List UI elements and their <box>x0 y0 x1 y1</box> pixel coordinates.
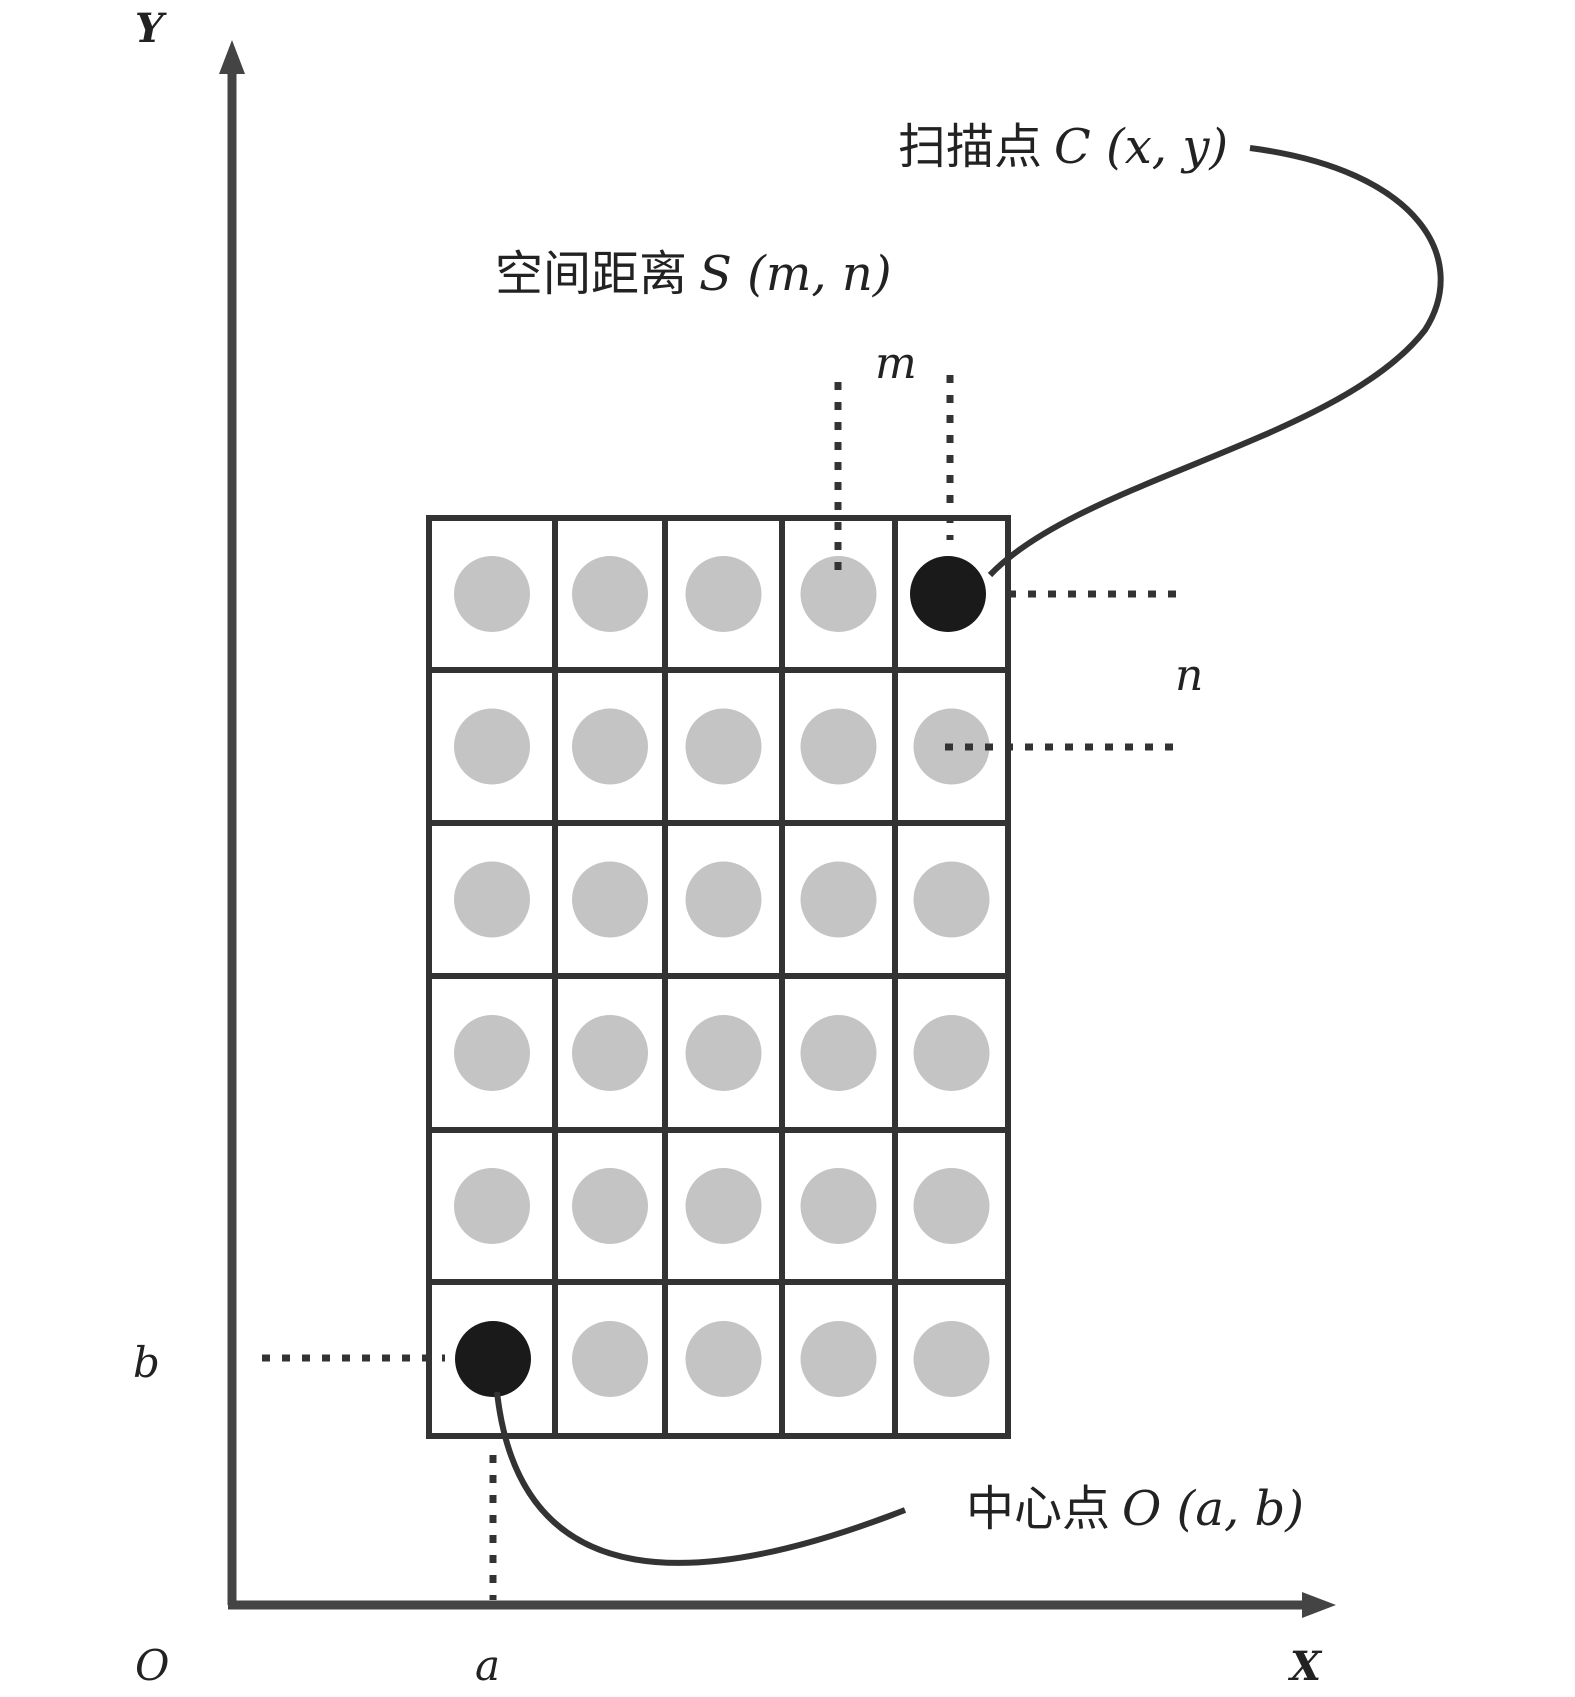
center-point-o-dot <box>455 1321 531 1397</box>
grid-dot <box>800 861 877 938</box>
scan-point-label-var: C (x, y) <box>1054 119 1228 175</box>
grid-dot <box>913 1321 990 1397</box>
grid-dot <box>572 708 648 785</box>
center-point-label: 中心点 O (a, b) <box>966 1481 1304 1537</box>
grid-dot <box>685 556 762 632</box>
x-axis-label: X <box>1287 1643 1323 1690</box>
grid-dot <box>800 1015 877 1091</box>
grid-dot <box>800 1168 877 1244</box>
grid-dot <box>454 861 530 938</box>
spatial-distance-label-var: S (m, n) <box>699 246 892 302</box>
m-label: m <box>875 338 917 389</box>
grid-dot <box>685 861 762 938</box>
grid-dot <box>572 1321 648 1397</box>
y-axis-arrow-icon <box>219 40 245 74</box>
grid-dot <box>913 1015 990 1091</box>
grid-dot <box>685 1168 762 1244</box>
b-label: b <box>133 1338 160 1387</box>
scan-point-c-dot <box>910 556 986 632</box>
grid-dot <box>800 556 877 632</box>
grid-dot <box>454 1015 530 1091</box>
y-axis-label: Y <box>135 5 167 52</box>
grid-dot <box>454 1168 530 1244</box>
grid-dot <box>685 1015 762 1091</box>
grid-dot <box>572 1168 648 1244</box>
scan-point-leader-curve <box>987 145 1444 578</box>
grid-dot <box>685 708 762 785</box>
center-point-label-prefix: 中心点 <box>966 1481 1110 1537</box>
n-label: n <box>1175 650 1203 701</box>
grid-dot <box>913 1168 990 1244</box>
grid-dot <box>572 1015 648 1091</box>
scan-point-label-prefix: 扫描点 <box>898 119 1042 175</box>
grid-dot <box>572 556 648 632</box>
center-point-label-var: O (a, b) <box>1122 1481 1304 1537</box>
grid-dot <box>800 1321 877 1397</box>
center-point-leader-curve <box>494 1391 907 1566</box>
spatial-distance-label-prefix: 空间距离 <box>495 246 687 302</box>
spatial-distance-label: 空间距离 S (m, n) <box>495 246 892 302</box>
grid <box>426 515 1011 1439</box>
a-label: a <box>475 1641 500 1690</box>
grid-dot <box>800 708 877 785</box>
x-axis-arrow-icon <box>1302 1592 1336 1618</box>
grid-dot <box>572 861 648 938</box>
origin-label: O <box>135 1641 169 1690</box>
grid-dot <box>685 1321 762 1397</box>
grid-dot <box>913 861 990 938</box>
grid-dot <box>454 556 530 632</box>
grid-dot <box>454 708 530 785</box>
scan-point-label: 扫描点 C (x, y) <box>898 119 1228 175</box>
